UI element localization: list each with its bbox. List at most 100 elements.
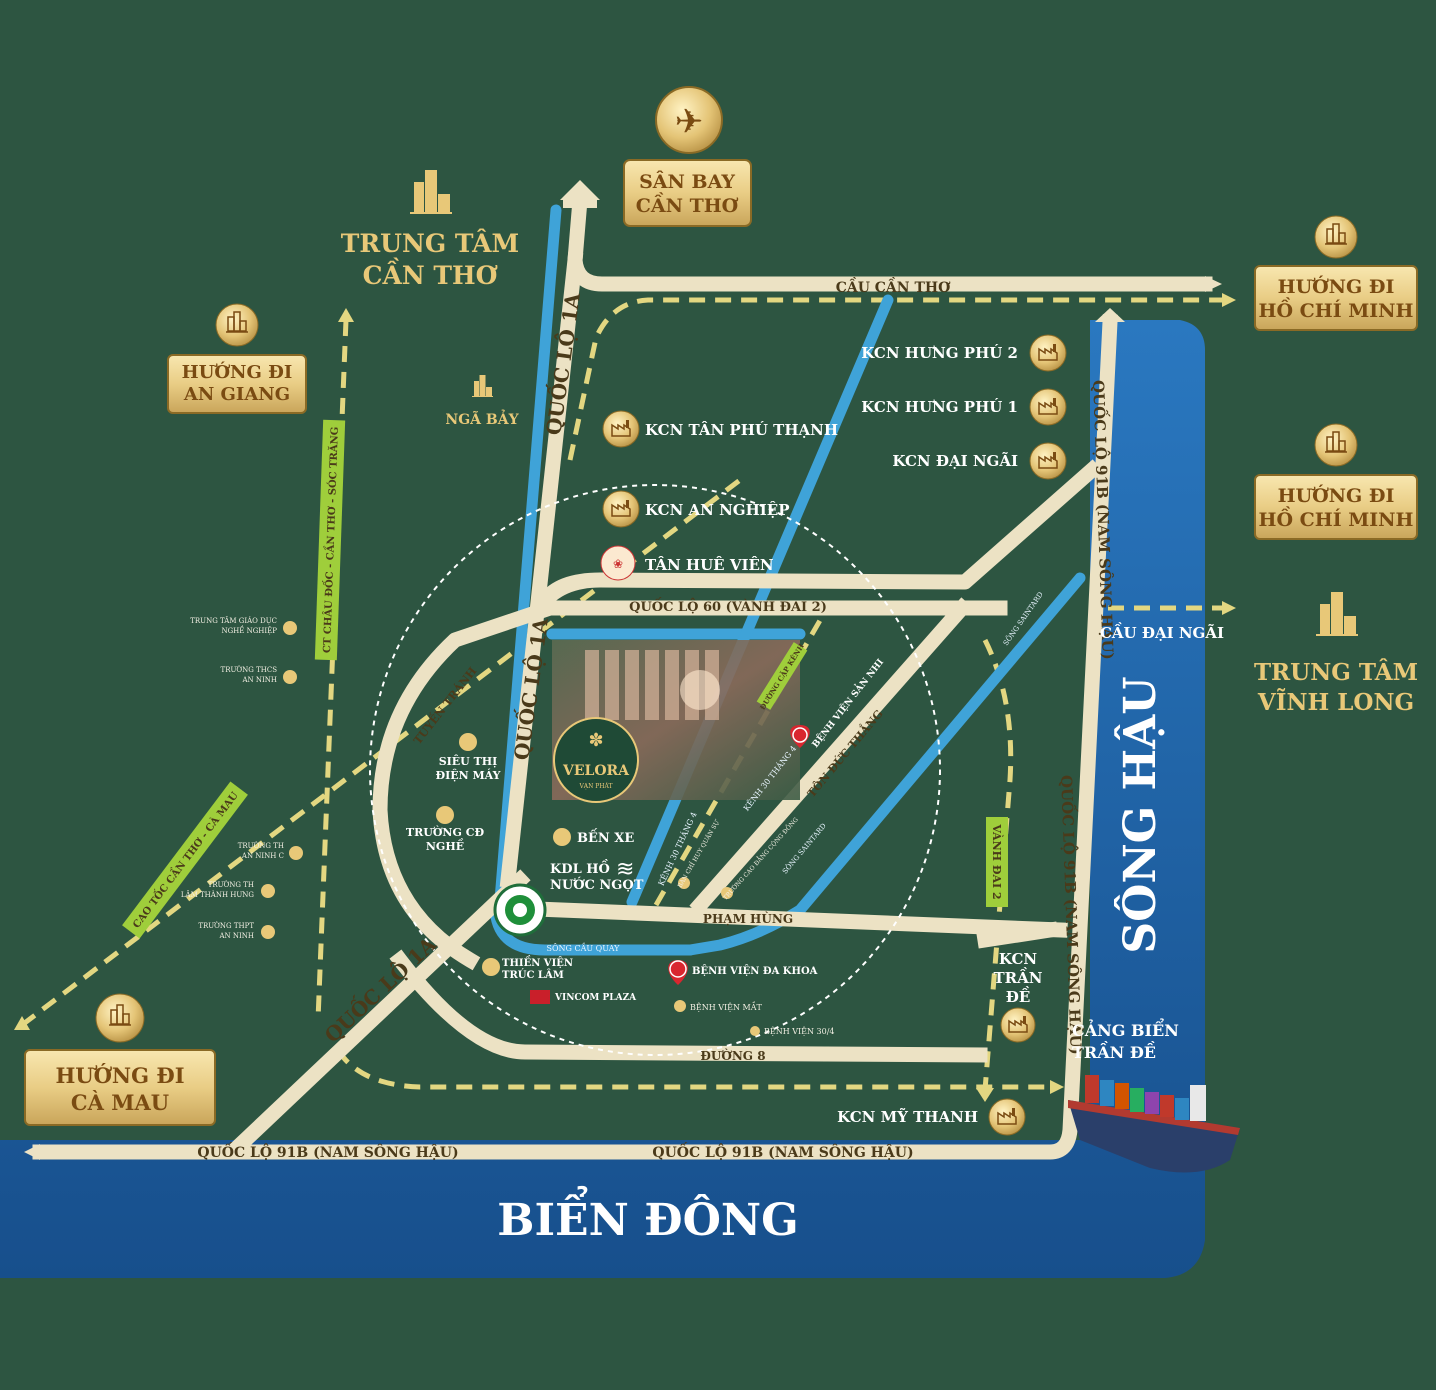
kcn-tran-de: KCN TRẦN ĐỀ [994, 950, 1043, 1043]
road-label-ql91b-bottom-right: QUỐC LỘ 91B (NAM SÔNG HẬU) [652, 1141, 913, 1161]
svg-text:BỆNH VIỆN MẮT: BỆNH VIỆN MẮT [690, 1002, 763, 1012]
svg-text:THIỀN VIỆN: THIỀN VIỆN [502, 956, 573, 969]
airport-line1: SÂN BAY [639, 170, 735, 193]
svg-text:CAO TỐC CẦN THƠ - CÀ MAU: CAO TỐC CẦN THƠ - CÀ MAU [130, 789, 241, 931]
svg-text:VINCOM PLAZA: VINCOM PLAZA [554, 993, 637, 1003]
ca-mau-direction: HƯỚNG ĐI CÀ MAU [24, 993, 216, 1126]
airport-marker: ✈ SÂN BAY CẦN THƠ [623, 86, 752, 227]
svg-text:AN NINH: AN NINH [218, 932, 254, 940]
svg-text:NGHỀ NGHIỆP: NGHỀ NGHIỆP [221, 625, 277, 635]
svg-text:AN NINH C: AN NINH C [241, 852, 284, 860]
svg-text:BỆNH VIỆN ĐA KHOA: BỆNH VIỆN ĐA KHOA [692, 965, 818, 977]
svg-text:AN NINH: AN NINH [241, 676, 277, 684]
road-label-cau-dai-ngai: CẦU ĐẠI NGÃI [1100, 622, 1224, 642]
road-label-ql60: QUỐC LỘ 60 (VÀNH ĐAI 2) [629, 597, 827, 615]
svg-text:BẾN XE: BẾN XE [577, 828, 634, 846]
school-item: TRƯỜNG TH AN NINH C [238, 841, 303, 860]
svg-text:ĐIỆN MÁY: ĐIỆN MÁY [435, 768, 500, 782]
road-label-duong-8: ĐƯỜNG 8 [700, 1047, 765, 1063]
ben-xe: BẾN XE [553, 828, 634, 846]
svg-text:KCN ĐẠI NGÃI: KCN ĐẠI NGÃI [892, 451, 1018, 470]
svg-text:KCN MỸ THANH: KCN MỸ THANH [837, 1107, 978, 1126]
svg-text:CẢNG BIỂN: CẢNG BIỂN [1072, 1017, 1179, 1040]
vincom-plaza: VINCOM PLAZA [530, 990, 637, 1004]
velora-name: VELORA [562, 763, 630, 779]
svg-text:CÀ MAU: CÀ MAU [71, 1090, 169, 1115]
kcn-tan-phu-thanh: KCN TÂN PHÚ THẠNH [602, 410, 838, 448]
svg-text:SIÊU THỊ: SIÊU THỊ [439, 754, 498, 768]
svg-text:TRƯỜNG CĐ: TRƯỜNG CĐ [406, 825, 485, 839]
kcn-an-nghiep: KCN AN NGHIỆP [602, 490, 790, 528]
svg-text:TRƯỜNG THCS: TRƯỜNG THCS [221, 665, 278, 674]
an-giang-direction: HƯỚNG ĐI AN GIANG [167, 303, 307, 414]
svg-text:HỒ CHÍ MINH: HỒ CHÍ MINH [1259, 297, 1414, 322]
badge-cao-toc: CAO TỐC CẦN THƠ - CÀ MAU [122, 781, 248, 939]
svg-text:TRẦN: TRẦN [994, 967, 1043, 987]
svg-text:KCN HƯNG PHÚ 1: KCN HƯNG PHÚ 1 [861, 398, 1018, 416]
svg-text:TRUNG TÂM: TRUNG TÂM [341, 229, 519, 258]
song-hau-label: SÔNG HẬU [1112, 676, 1166, 953]
svg-text:✽: ✽ [588, 730, 603, 751]
svg-text:TRÚC LÂM: TRÚC LÂM [502, 969, 564, 981]
svg-text:KCN AN NGHIỆP: KCN AN NGHIỆP [645, 501, 790, 519]
svg-text:HƯỚNG ĐI: HƯỚNG ĐI [1278, 275, 1395, 298]
center-cantho: TRUNG TÂM CẦN THƠ [341, 169, 519, 290]
svg-text:NGÃ BẢY: NGÃ BẢY [445, 408, 519, 428]
svg-text:TRƯỜNG TH: TRƯỜNG TH [238, 841, 284, 850]
roads [32, 191, 1213, 1160]
school-item: TRƯỜNG THPT AN NINH [198, 921, 275, 940]
svg-text:TÂN HUÊ VIÊN: TÂN HUÊ VIÊN [645, 556, 774, 574]
svg-text:KCN: KCN [999, 950, 1038, 968]
svg-text:KCN TÂN PHÚ THẠNH: KCN TÂN PHÚ THẠNH [645, 421, 838, 439]
road-label-cau-can-tho: CẦU CẦN THƠ [836, 276, 951, 296]
shop-icon: ❀ [613, 557, 623, 571]
airplane-icon: ✈ [675, 102, 704, 142]
sieu-thi: SIÊU THỊ ĐIỆN MÁY [435, 733, 501, 782]
svg-text:TRUNG TÂM GIÁO DỤC: TRUNG TÂM GIÁO DỤC [190, 616, 277, 625]
road-label-ton-duc-thang: TÔN ĐỨC THẮNG [803, 706, 885, 800]
road-label-pham-hung: PHẠM HÙNG [703, 910, 793, 926]
svg-text:KDL HỒ: KDL HỒ [550, 859, 610, 877]
svg-text:HỒ CHÍ MINH: HỒ CHÍ MINH [1259, 506, 1414, 531]
svg-text:TRẦN ĐỀ: TRẦN ĐỀ [1072, 1040, 1156, 1062]
cargo-ship-icon [1068, 1075, 1240, 1173]
radius-circle [369, 484, 941, 1056]
svg-text:BỆNH VIỆN 30/4: BỆNH VIỆN 30/4 [764, 1027, 835, 1036]
building-icon [1315, 591, 1359, 636]
cang-bien-tran-de: CẢNG BIỂN TRẦN ĐỀ [1072, 1017, 1179, 1062]
airport-line2: CẦN THƠ [636, 192, 739, 217]
thien-vien: THIỀN VIỆN TRÚC LÂM [482, 956, 573, 981]
road-label-ql91b-bottom-left: QUỐC LỘ 91B (NAM SÔNG HẬU) [197, 1141, 458, 1161]
svg-text:TRƯỜNG THPT: TRƯỜNG THPT [198, 921, 254, 930]
kcn-hung-phu-1: KCN HƯNG PHÚ 1 [861, 388, 1067, 426]
building-icon [409, 169, 453, 214]
svg-text:NƯỚC NGỌT: NƯỚC NGỌT [550, 876, 644, 893]
velora-logo: ✽ VELORA VẠN PHÁT [553, 717, 639, 803]
building-icon [471, 374, 494, 397]
school-item: TRUNG TÂM GIÁO DỤC NGHỀ NGHIỆP [190, 616, 297, 635]
svg-text:ĐỀ: ĐỀ [1006, 986, 1031, 1006]
nga-bay: NGÃ BẢY [445, 374, 520, 428]
vinh-long-center: TRUNG TÂM VĨNH LONG [1254, 591, 1418, 716]
svg-text:TRUNG TÂM: TRUNG TÂM [1254, 659, 1418, 686]
wave-icon: ≋ [616, 857, 634, 882]
svg-text:VÀNH ĐAI 2: VÀNH ĐAI 2 [990, 823, 1004, 899]
svg-text:LÂM THÀNH HƯNG: LÂM THÀNH HƯNG [181, 890, 255, 899]
tan-hue-vien: ❀ TÂN HUÊ VIÊN [600, 545, 774, 581]
svg-text:AN GIANG: AN GIANG [183, 384, 290, 405]
svg-text:KCN HƯNG PHÚ 2: KCN HƯNG PHÚ 2 [861, 344, 1018, 362]
truong-cd-nghe: TRƯỜNG CĐ NGHỀ [406, 806, 485, 853]
badge-vanh-dai-2: VÀNH ĐAI 2 [986, 817, 1008, 907]
hcm-direction-top: HƯỚNG ĐI HỒ CHÍ MINH [1254, 215, 1418, 331]
project-location-pin [493, 883, 547, 937]
route-arrowheads [14, 293, 1236, 1102]
hcm-direction-middle: HƯỚNG ĐI HỒ CHÍ MINH [1254, 423, 1418, 540]
bien-dong-label: BIỂN ĐÔNG [497, 1184, 798, 1246]
svg-text:HƯỚNG ĐI: HƯỚNG ĐI [182, 360, 293, 383]
svg-text:NGHỀ: NGHỀ [426, 838, 464, 853]
road-endcaps [24, 180, 1222, 1160]
badge-ct-chau-doc: CT CHÂU ĐỐC - CẦN THƠ - SÓC TRĂNG [314, 419, 346, 661]
svg-text:HƯỚNG ĐI: HƯỚNG ĐI [55, 1063, 184, 1088]
